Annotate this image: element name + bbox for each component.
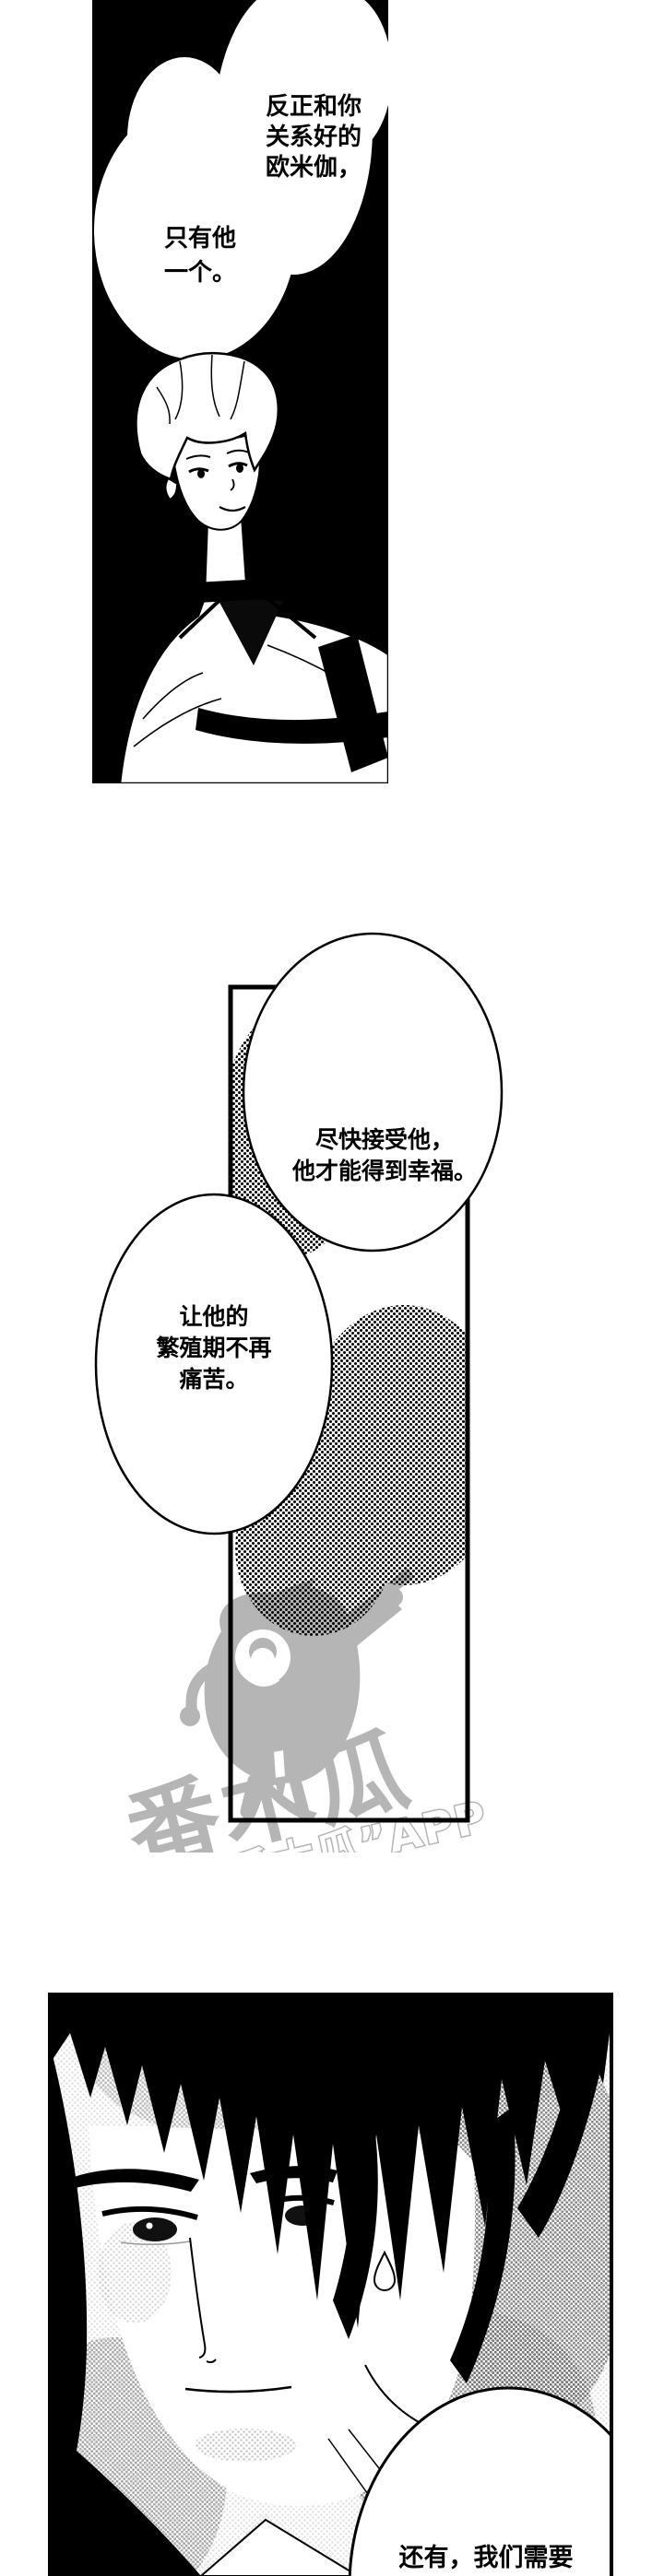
nose xyxy=(230,478,235,491)
brush-icon xyxy=(271,1747,288,1803)
sweat-drop-icon xyxy=(373,2250,397,2291)
speech-text-left: 只有他 一个。 xyxy=(164,222,284,290)
eyelids xyxy=(188,462,248,474)
speech-text-mid-left: 让他的 繁殖期不再 痛苦。 xyxy=(103,1301,325,1395)
left-eye xyxy=(197,469,205,478)
speech-line: 关系好的 xyxy=(265,124,362,151)
nostril xyxy=(206,2358,217,2364)
lapel-right xyxy=(261,593,317,640)
speech-line: 反正和你 xyxy=(265,93,362,121)
panel-middle-art: 番木瓜 下载“番木瓜”APP 观看更多作品 xyxy=(94,932,504,1853)
speech-line: 只有他 xyxy=(164,225,237,253)
speech-line: 繁殖期不再 xyxy=(156,1335,272,1361)
dark-shirt xyxy=(217,597,283,665)
speech-text-right: 反正和你 关系好的 欧米伽， xyxy=(236,92,391,183)
panel-top: 反正和你 关系好的 欧米伽， 只有他 一个。 xyxy=(92,0,388,783)
nose xyxy=(189,2237,207,2358)
choker xyxy=(196,579,265,603)
speech-line: 还有，我们需要 xyxy=(398,2544,574,2572)
panel-bottom-art xyxy=(52,1996,610,2576)
speech-line: 让他的 xyxy=(179,1303,249,1330)
papaya-mascot-icon xyxy=(180,1567,415,1818)
speech-line: 痛苦。 xyxy=(179,1366,249,1393)
speech-text-bottom: 还有，我们需要 xyxy=(362,2544,610,2573)
chin-shading xyxy=(195,2429,296,2462)
speech-text-mid-top: 尽快接受他， 他才能得到幸福。 xyxy=(274,1124,495,1187)
blonde-hair xyxy=(135,352,280,481)
ear xyxy=(164,478,178,501)
speech-line: 欧米伽， xyxy=(265,154,362,182)
speech-bubble-left xyxy=(94,1193,334,1535)
panel-top-art xyxy=(92,0,388,783)
left-eye xyxy=(133,2217,177,2241)
speech-line: 一个。 xyxy=(164,259,237,287)
chest-strap xyxy=(196,708,388,744)
speech-bubble-cloud-left xyxy=(94,57,297,396)
collar xyxy=(199,2518,360,2576)
speech-bubble-top xyxy=(242,932,504,1253)
speech-line: 他才能得到幸福。 xyxy=(291,1158,477,1184)
left-lower-lid xyxy=(120,2241,191,2246)
shoulder-shadow xyxy=(52,2429,201,2576)
cheek-shading xyxy=(98,2222,172,2323)
speech-bubble-bottom xyxy=(348,2386,610,2576)
watermark: 番木瓜 下载“番木瓜”APP 观看更多作品 xyxy=(108,1567,493,1853)
character-darkhair xyxy=(52,1996,610,2576)
left-eyebrow xyxy=(68,2169,199,2192)
black-hair xyxy=(52,1996,610,2535)
speech-line: 尽快接受他， xyxy=(314,1126,454,1153)
face xyxy=(89,2125,476,2507)
jacket-folds xyxy=(133,644,338,747)
smile-mouth xyxy=(219,506,246,512)
panel-bottom: 还有，我们需要 xyxy=(48,1993,613,2576)
sleeve-band xyxy=(318,634,388,772)
right-eye xyxy=(236,464,243,473)
hair-strands xyxy=(156,354,245,425)
mouth xyxy=(184,2385,292,2394)
eyebrows xyxy=(185,449,250,460)
character-blonde xyxy=(118,352,388,783)
left-eyelid xyxy=(101,2205,198,2220)
left-eye-glint xyxy=(146,2222,153,2229)
